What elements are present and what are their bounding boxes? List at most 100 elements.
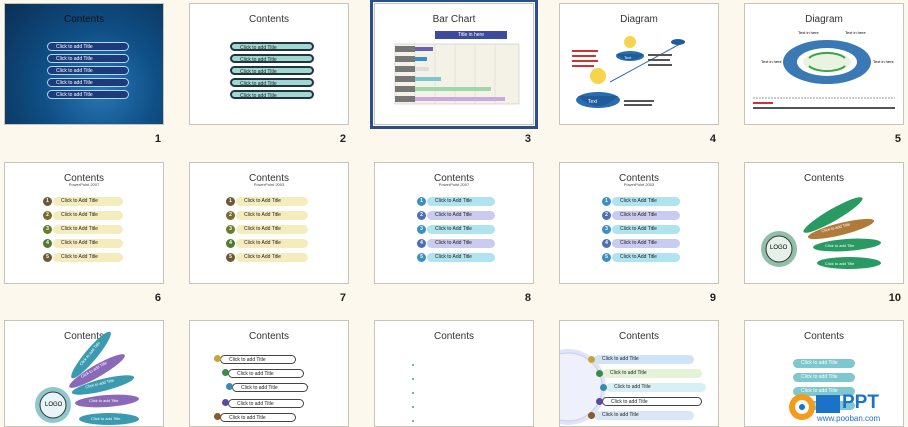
bullet-dot xyxy=(222,369,229,376)
slide-title: Diagram xyxy=(805,14,843,25)
slide-thumbnail-2[interactable]: Contents Click to add Title Click to add… xyxy=(189,3,349,125)
slide-item: Click to Add Title xyxy=(612,211,680,220)
slide-item: Click to Add Title xyxy=(236,225,308,234)
slide-item: Click to add Title xyxy=(594,355,694,364)
slide-item: Click to add Title xyxy=(602,369,702,378)
arc-graphic xyxy=(560,349,606,425)
slide-item: Click to add Title xyxy=(228,399,304,408)
number-badge: 5 xyxy=(417,253,426,262)
slide-title: Diagram xyxy=(620,14,658,25)
slide-item: Click to Add Title xyxy=(427,197,495,206)
slide-item: Click to add Title xyxy=(47,90,129,99)
number-badge: 1 xyxy=(43,197,52,206)
slide-item: Click to add Title xyxy=(230,90,314,99)
slide-subtitle: PowerPoint 2007 xyxy=(438,182,470,187)
slide-number: 4 xyxy=(709,133,716,145)
slide-item: Click to add Title xyxy=(230,42,314,51)
slide-item: Click to Add Title xyxy=(53,211,123,220)
slide-subtitle: PowerPoint 2007 xyxy=(68,182,100,187)
slide-title: Contents xyxy=(618,331,660,342)
number-badge: 1 xyxy=(417,197,426,206)
cycle-diagram-graphic xyxy=(753,40,895,109)
slide-number: 10 xyxy=(888,292,901,304)
chart-header: Title in here xyxy=(435,31,507,39)
slide-thumbnail-9[interactable]: Contents PowerPoint 2003 Click to Add Ti… xyxy=(559,162,719,284)
number-badge: 5 xyxy=(602,253,611,262)
logo-label: LOGO xyxy=(45,402,63,408)
bullet-dot xyxy=(214,355,221,362)
slide-item: Click to Add Title xyxy=(612,197,680,206)
number-badge: 2 xyxy=(602,211,611,220)
slide-item: Click to add Title xyxy=(220,355,296,364)
brand-url: www.pooban.com xyxy=(817,414,881,423)
slide-subtitle: PowerPoint 2003 xyxy=(253,182,285,187)
slide-thumbnail-10[interactable]: Contents LOGO Click to add Title Click t… xyxy=(744,162,904,284)
slide-title: Contents xyxy=(433,331,475,342)
slide-number: 2 xyxy=(339,133,346,145)
number-badge: 3 xyxy=(602,225,611,234)
slide-thumbnail-14[interactable]: Contents Click to add Title Click to add… xyxy=(559,320,719,427)
slide-thumbnail-3[interactable]: Bar Chart Title in here xyxy=(370,0,538,129)
slide-thumbnail-7[interactable]: Contents PowerPoint 2003 Click to Add Ti… xyxy=(189,162,349,284)
slide-number: 1 xyxy=(154,133,161,145)
slide-thumbnail-8[interactable]: Contents PowerPoint 2007 Click to Add Ti… xyxy=(374,162,534,284)
slide-item: Click to Add Title xyxy=(53,253,123,262)
slide-title: Contents xyxy=(63,14,105,25)
bullet-dot xyxy=(600,384,607,391)
slide-item: Click to add Title xyxy=(47,42,129,51)
number-badge: 3 xyxy=(417,225,426,234)
slide-item: Click to add Title xyxy=(232,383,308,392)
slide-title: Contents xyxy=(63,331,105,342)
slide-thumbnail-6[interactable]: Contents PowerPoint 2007 Click to Add Ti… xyxy=(4,162,164,284)
slide-item: Click to Add Title xyxy=(612,225,680,234)
slide-item: Click to Add Title xyxy=(427,211,495,220)
slide-item: Click to Add Title xyxy=(427,253,495,262)
slide-item: Click to add Title xyxy=(793,387,855,396)
slide-thumbnail-12[interactable]: Contents Click to add Title Click to add… xyxy=(189,320,349,427)
slide-item: Click to add Title xyxy=(228,369,304,378)
slide-thumbnail-4[interactable]: Diagram Text Text xyxy=(559,3,719,125)
slide-title: Contents xyxy=(433,173,475,184)
slide-item: Click to add Title xyxy=(47,54,129,63)
slide-item: Click to add Title xyxy=(91,416,121,421)
slide-title: Contents xyxy=(618,173,660,184)
slide-item: Click to add Title xyxy=(89,398,119,403)
bullet-dot xyxy=(588,412,595,419)
slide-title: Contents xyxy=(248,173,290,184)
diagram-label: Text in here xyxy=(845,30,866,35)
slide-thumbnail-11[interactable]: Contents LOGO Click to add Title Click t… xyxy=(4,320,164,427)
slide-item: Click to add Title xyxy=(602,397,702,406)
slide-item: Click to add Title xyxy=(793,373,855,382)
slide-item: Click to add Title xyxy=(220,413,296,422)
slide-item: Click to Add Title xyxy=(236,211,308,220)
slide-item: Click to add Title xyxy=(793,359,855,368)
diagram-label: Text xyxy=(588,99,598,105)
number-badge: 1 xyxy=(602,197,611,206)
slide-thumbnail-5[interactable]: Diagram Text in here Text in here Text i… xyxy=(744,3,904,125)
diagram-label: Text xyxy=(624,55,632,60)
slide-item: Click to add Title xyxy=(47,78,129,87)
bullet-dot xyxy=(222,399,229,406)
diagram-label: Text in here xyxy=(873,59,894,64)
number-badge: 3 xyxy=(43,225,52,234)
watermark-logo: PPT www.pooban.com xyxy=(786,389,902,423)
slide-item: Click to Add Title xyxy=(53,197,123,206)
slide-item: Click to Add Title xyxy=(53,225,123,234)
slide-thumbnail-13[interactable]: Contents xyxy=(374,320,534,427)
slide-item: Click to Add Title xyxy=(53,239,123,248)
bullet-dot xyxy=(596,398,603,405)
slide-item: Click to add Title xyxy=(825,243,855,248)
slide-item: Click to add Title xyxy=(230,78,314,87)
slide-item: Click to Add Title xyxy=(236,253,308,262)
slide-title: Contents xyxy=(803,173,845,184)
bullet-markers xyxy=(412,364,414,422)
number-badge: 2 xyxy=(417,211,426,220)
slide-item: Click to Add Title xyxy=(612,253,680,262)
slide-item: Click to add Title xyxy=(825,261,855,266)
slide-item: Click to add Title xyxy=(594,411,694,420)
number-badge: 2 xyxy=(43,211,52,220)
slide-item: Click to add Title xyxy=(230,66,314,75)
slide-item: Click to add Title xyxy=(47,66,129,75)
slide-title: Bar Chart xyxy=(432,14,476,25)
slide-thumbnail-1[interactable]: Contents Click to add Title Click to add… xyxy=(4,3,164,125)
